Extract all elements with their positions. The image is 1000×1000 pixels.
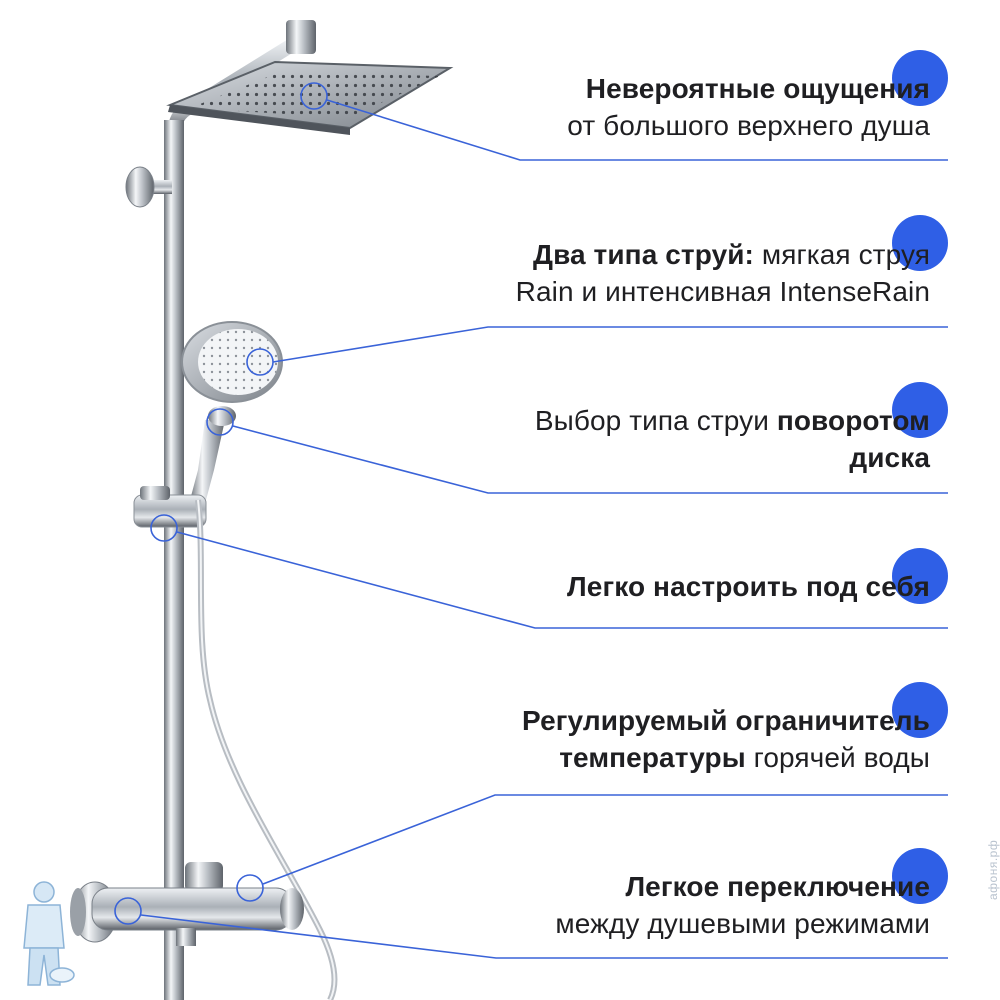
feature-temperature-limiter: Регулируемый ограничитель температуры го… <box>522 702 930 776</box>
feature-easy-adjust: Легко настроить под себя <box>567 568 930 605</box>
feature-text: от большого верхнего душа <box>567 110 930 141</box>
accent-dot-1 <box>892 50 948 106</box>
overhead-rain-shower-head <box>166 60 454 135</box>
accent-dot-3 <box>892 382 948 438</box>
feature-title: Невероятные ощущения <box>585 73 930 104</box>
site-watermark: афоня.рф <box>986 839 1000 900</box>
accent-dot-5 <box>892 682 948 738</box>
feature-title: Легкое переключение <box>625 871 930 902</box>
feature-title: диска <box>849 442 930 473</box>
feature-title: Легко настроить под себя <box>567 571 930 602</box>
wall-bracket <box>125 166 172 208</box>
feature-text: горячей воды <box>745 742 930 773</box>
callout-lines <box>114 82 948 959</box>
feature-text: Rain и интенсивная IntenseRain <box>515 276 930 307</box>
accent-dot-2 <box>892 215 948 271</box>
feature-title: поворотом <box>776 405 930 436</box>
feature-spray-types: Два типа струй: мягкая струя Rain и инте… <box>516 236 930 310</box>
feature-mode-switch: Легкое переключение между душевыми режим… <box>555 868 930 942</box>
accent-dot-6 <box>892 848 948 904</box>
feature-text: между душевыми режимами <box>555 908 930 939</box>
feature-overhead-shower: Невероятные ощущения от большого верхнег… <box>567 70 930 144</box>
hand-shower <box>181 321 283 500</box>
feature-spray-selection: Выбор типа струи поворотом диска <box>535 402 930 476</box>
feature-title: температуры <box>559 742 746 773</box>
riser-pipe <box>164 120 184 1000</box>
feature-title: Регулируемый ограничитель <box>522 705 930 736</box>
feature-text: мягкая струя <box>753 239 930 270</box>
feature-text: Выбор типа струи <box>534 405 777 436</box>
accent-dot-4 <box>892 548 948 604</box>
plumber-mascot-logo <box>23 881 75 986</box>
slide-holder <box>133 486 207 528</box>
feature-title: Два типа струй: <box>533 239 754 270</box>
thermostatic-mixer <box>70 862 304 946</box>
